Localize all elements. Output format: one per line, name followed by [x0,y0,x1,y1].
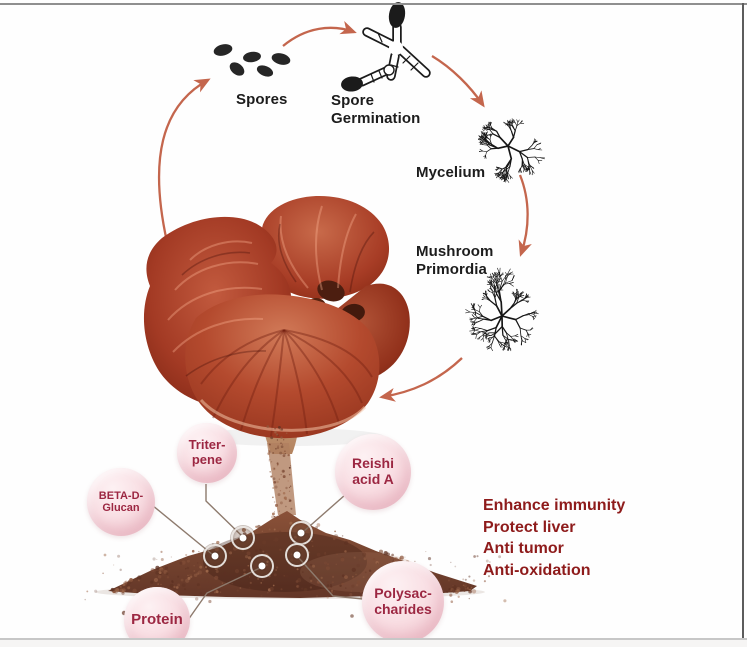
connector-polysaccharides [297,556,364,600]
connector-beta-glucan [151,504,214,556]
cycle-arrows [157,20,532,402]
powder-marker [231,526,255,550]
cycle-arrow-spores-to-germination [282,20,357,47]
mushroom-primordia-label: Mushroom Primordia [416,243,494,278]
bubble-triterpene: Triter- pene [177,423,237,483]
cycle-arrow-mycelium-to-primordia [518,174,532,257]
frame-border-top [0,3,747,5]
spores-illustration [213,44,291,77]
cycle-arrow-mushroom-to-spores [157,78,211,243]
spore-germination-label: Spore Germination [331,92,421,127]
mushroom-primordia-illustration [465,267,539,352]
frame-border-right [742,3,744,639]
powder-marker [203,544,227,568]
reishi-mushroom-image [143,195,410,454]
frame-margin-bottom [0,640,747,647]
connector-protein [187,567,261,621]
mycelium-label: Mycelium [416,164,486,181]
bubble-polysaccharides: Polysac- charides [362,561,444,643]
benefit-item: Enhance immunity [483,497,626,514]
benefit-item: Protect liver [483,518,576,536]
cycle-arrow-primordia-to-mushroom [379,357,463,402]
bubble-beta-d-glucan: BETA-D- Glucan [87,468,155,536]
frame-border-bottom [0,638,747,640]
bubble-reishi-acid-a: Reishi acid A [335,434,411,510]
spores-label: Spores [236,91,288,108]
benefits-list: Enhance immunity Protect liver Anti tumo… [483,495,625,581]
connector-triterpene [205,484,243,537]
powder-marker [285,543,309,567]
spore-germination-illustration [341,2,431,92]
benefit-item: Anti tumor [483,540,564,557]
powder-marker [289,521,313,545]
powder-marker [250,554,274,578]
cycle-arrow-germination-to-mycelium [431,55,485,108]
connector-lines [151,484,364,621]
bubble-protein: Protein [124,587,190,647]
benefit-item: Anti-oxidation [483,561,591,579]
mycelium-illustration [477,118,546,183]
